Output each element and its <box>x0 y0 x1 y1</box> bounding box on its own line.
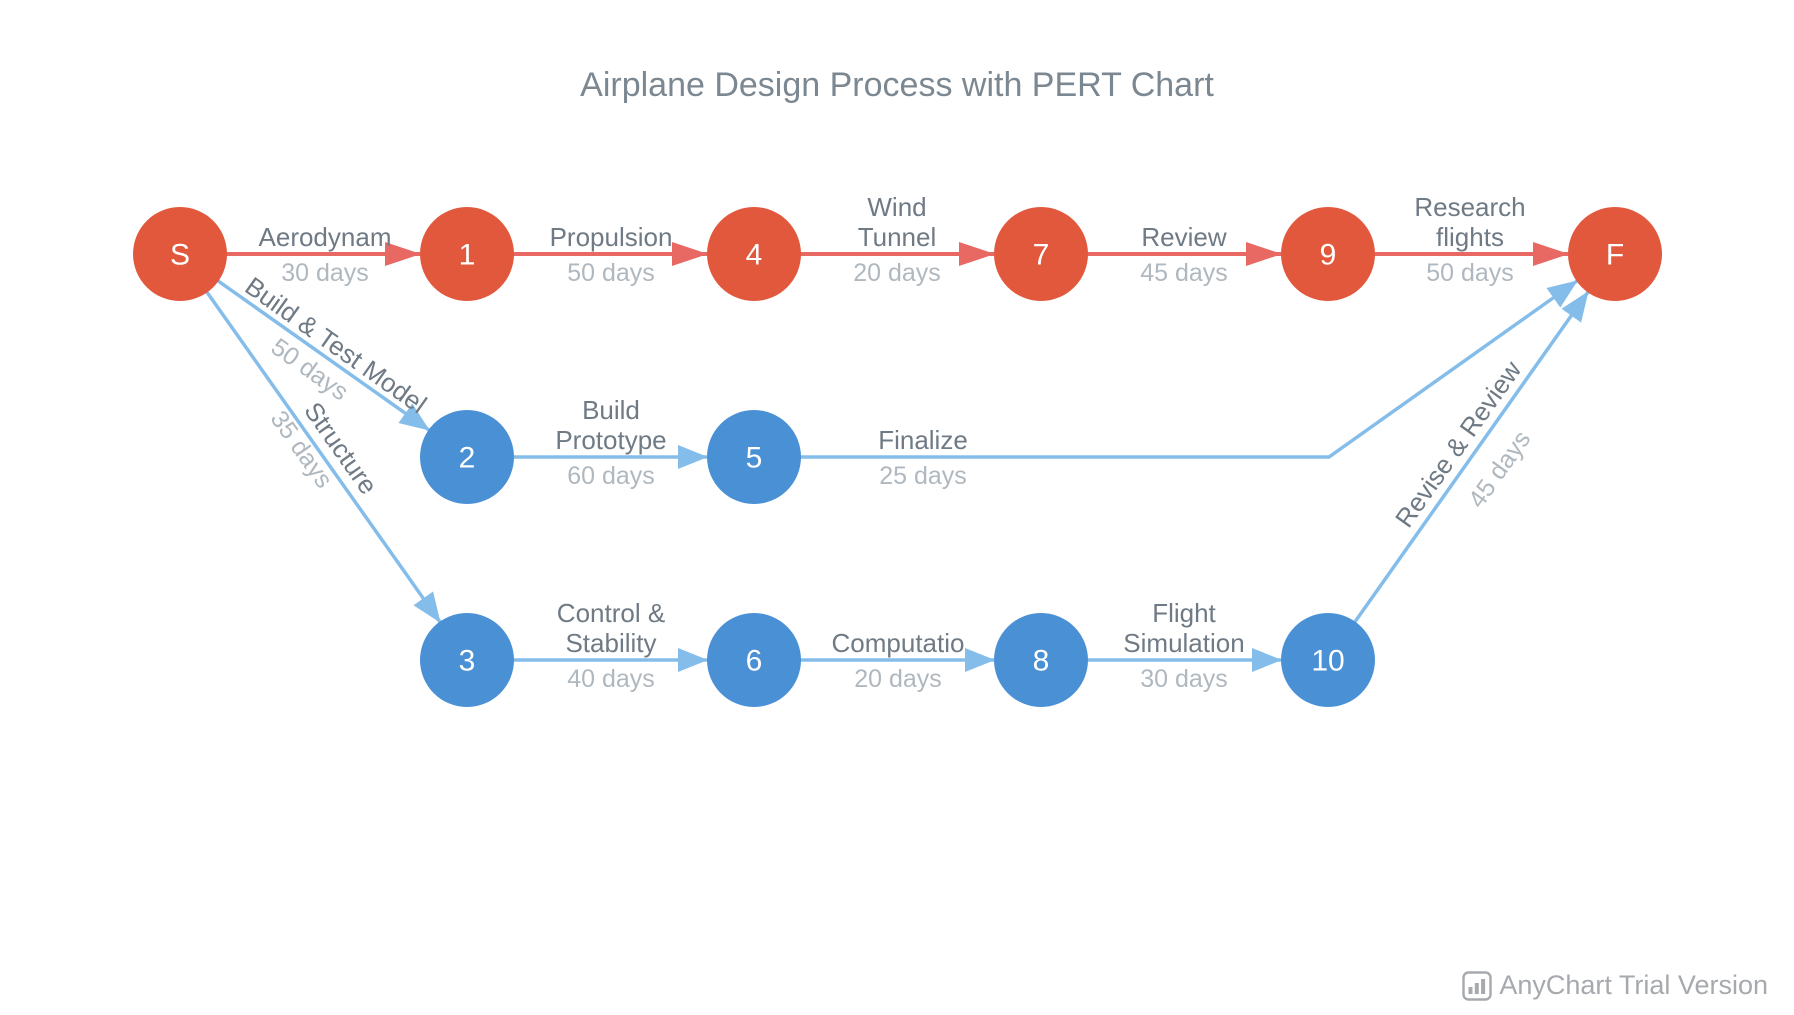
edge-duration: 45 days <box>1140 259 1228 287</box>
edge-label: Build <box>582 395 640 425</box>
node-S[interactable]: S <box>133 207 227 301</box>
edge-label: Propulsion <box>550 222 673 252</box>
anychart-watermark-link[interactable]: AnyChart Trial Version <box>1462 970 1768 1001</box>
node-label-7: 7 <box>1033 239 1050 272</box>
node-circle-F[interactable] <box>1568 207 1662 301</box>
node-circle-S[interactable] <box>133 207 227 301</box>
edge-duration: 50 days <box>1426 259 1514 287</box>
edge-5-F: Finalize 25 days <box>754 279 1579 490</box>
edge-label: Finalize <box>878 425 968 455</box>
page-title: Airplane Design Process with PERT Chart <box>580 66 1214 104</box>
edge-3-6: Control &Stability 40 days <box>467 598 708 693</box>
edge-duration: 20 days <box>854 665 942 693</box>
node-circle-4[interactable] <box>707 207 801 301</box>
node-9[interactable]: 9 <box>1281 207 1375 301</box>
node-circle-10[interactable] <box>1281 613 1375 707</box>
edge-label: Control & <box>557 598 665 628</box>
node-label-1: 1 <box>459 239 476 272</box>
edge-duration: 50 days <box>567 259 655 287</box>
node-circle-1[interactable] <box>420 207 514 301</box>
node-label-3: 3 <box>459 645 476 678</box>
node-circle-5[interactable] <box>707 410 801 504</box>
edge-label: Computatio <box>832 628 965 658</box>
watermark-label: AnyChart Trial Version <box>1499 970 1768 1000</box>
edge-6-8: Computatio 20 days <box>754 628 995 693</box>
edge-label: Aerodynam <box>259 222 392 252</box>
node-circle-2[interactable] <box>420 410 514 504</box>
edge-duration: 30 days <box>1140 665 1228 693</box>
edge-duration: 30 days <box>281 259 369 287</box>
node-circle-7[interactable] <box>994 207 1088 301</box>
edge-duration: 40 days <box>567 665 655 693</box>
node-label-6: 6 <box>746 645 763 678</box>
node-circle-3[interactable] <box>420 613 514 707</box>
node-circle-9[interactable] <box>1281 207 1375 301</box>
node-2[interactable]: 2 <box>420 410 514 504</box>
edge-label: Stability <box>565 628 656 658</box>
edge-line-5-F[interactable] <box>754 279 1579 459</box>
node-8[interactable]: 8 <box>994 613 1088 707</box>
node-1[interactable]: 1 <box>420 207 514 301</box>
node-label-5: 5 <box>746 442 763 475</box>
edge-label: Review <box>1141 222 1226 252</box>
node-circle-6[interactable] <box>707 613 801 707</box>
node-label-2: 2 <box>459 442 476 475</box>
edge-line-S-2[interactable] <box>178 252 431 432</box>
node-3[interactable]: 3 <box>420 613 514 707</box>
edge-line-10-F[interactable] <box>1326 290 1590 662</box>
node-5[interactable]: 5 <box>707 410 801 504</box>
edge-duration: 20 days <box>853 259 941 287</box>
node-F[interactable]: F <box>1568 207 1662 301</box>
edge-line-S-3[interactable] <box>178 252 442 624</box>
node-4[interactable]: 4 <box>707 207 801 301</box>
edge-label: Tunnel <box>858 222 937 252</box>
edge-label: Prototype <box>555 425 666 455</box>
edge-duration: 25 days <box>879 462 967 490</box>
node-label-9: 9 <box>1320 239 1337 272</box>
edge-label: Simulation <box>1123 628 1244 658</box>
bar-chart-icon <box>1462 970 1493 1001</box>
node-10[interactable]: 10 <box>1281 613 1375 707</box>
edge-label: flights <box>1436 222 1504 252</box>
node-7[interactable]: 7 <box>994 207 1088 301</box>
edge-duration: 60 days <box>567 462 655 490</box>
edge-label: Flight <box>1152 598 1216 628</box>
node-circle-8[interactable] <box>994 613 1088 707</box>
node-label-8: 8 <box>1033 645 1050 678</box>
node-label-F: F <box>1606 239 1624 272</box>
node-label-S: S <box>170 239 190 272</box>
edge-label: Wind <box>867 192 926 222</box>
node-6[interactable]: 6 <box>707 613 801 707</box>
edge-label: Research <box>1414 192 1525 222</box>
node-label-10: 10 <box>1311 645 1344 678</box>
node-label-4: 4 <box>746 239 763 272</box>
